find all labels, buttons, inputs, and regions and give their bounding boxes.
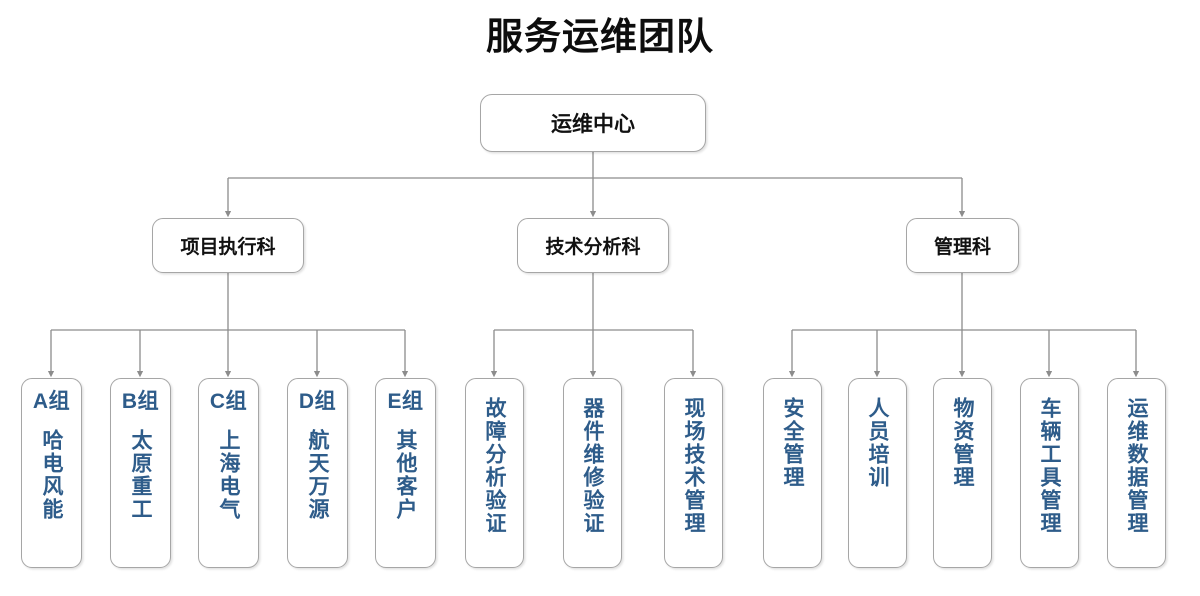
node-team-b[interactable]: B组 太原重工 xyxy=(110,378,171,568)
team-label: 航天万源 xyxy=(306,429,329,521)
function-label: 物资管理 xyxy=(951,397,974,489)
function-label: 器件维修验证 xyxy=(581,397,604,535)
node-function-personnel-training[interactable]: 人员培训 xyxy=(848,378,907,568)
function-label: 安全管理 xyxy=(781,397,804,489)
team-label: 哈电风能 xyxy=(40,429,63,521)
node-function-operations-data-management[interactable]: 运维数据管理 xyxy=(1107,378,1166,568)
node-function-material-management[interactable]: 物资管理 xyxy=(933,378,992,568)
page-title: 服务运维团队 xyxy=(486,16,714,57)
team-code: E组 xyxy=(387,390,424,413)
function-label: 运维数据管理 xyxy=(1125,397,1148,535)
node-label: 技术分析科 xyxy=(545,237,641,258)
node-team-c[interactable]: C组 上海电气 xyxy=(198,378,259,568)
node-root-operations-center[interactable]: 运维中心 xyxy=(480,94,706,152)
team-label: 上海电气 xyxy=(217,429,240,521)
node-team-e[interactable]: E组 其他客户 xyxy=(375,378,436,568)
node-function-vehicle-tool-management[interactable]: 车辆工具管理 xyxy=(1020,378,1079,568)
function-label: 现场技术管理 xyxy=(682,397,705,535)
team-label: 其他客户 xyxy=(394,429,417,521)
node-function-fault-analysis-verification[interactable]: 故障分析验证 xyxy=(465,378,524,568)
node-function-onsite-technical-management[interactable]: 现场技术管理 xyxy=(664,378,723,568)
node-team-d[interactable]: D组 航天万源 xyxy=(287,378,348,568)
node-function-component-repair-verification[interactable]: 器件维修验证 xyxy=(563,378,622,568)
node-label: 运维中心 xyxy=(551,113,635,136)
team-code: A组 xyxy=(32,390,71,413)
node-function-safety-management[interactable]: 安全管理 xyxy=(763,378,822,568)
node-dept-technical-analysis[interactable]: 技术分析科 xyxy=(517,218,669,273)
node-dept-project-execution[interactable]: 项目执行科 xyxy=(152,218,304,273)
node-label: 项目执行科 xyxy=(180,237,276,258)
node-label: 管理科 xyxy=(933,237,991,258)
node-team-a[interactable]: A组 哈电风能 xyxy=(21,378,82,568)
function-label: 人员培训 xyxy=(866,397,889,489)
node-dept-administration[interactable]: 管理科 xyxy=(906,218,1019,273)
function-label: 故障分析验证 xyxy=(483,397,506,535)
team-label: 太原重工 xyxy=(129,429,152,521)
team-code: C组 xyxy=(209,390,248,413)
team-code: D组 xyxy=(298,390,337,413)
team-code: B组 xyxy=(121,390,160,413)
function-label: 车辆工具管理 xyxy=(1038,397,1061,535)
